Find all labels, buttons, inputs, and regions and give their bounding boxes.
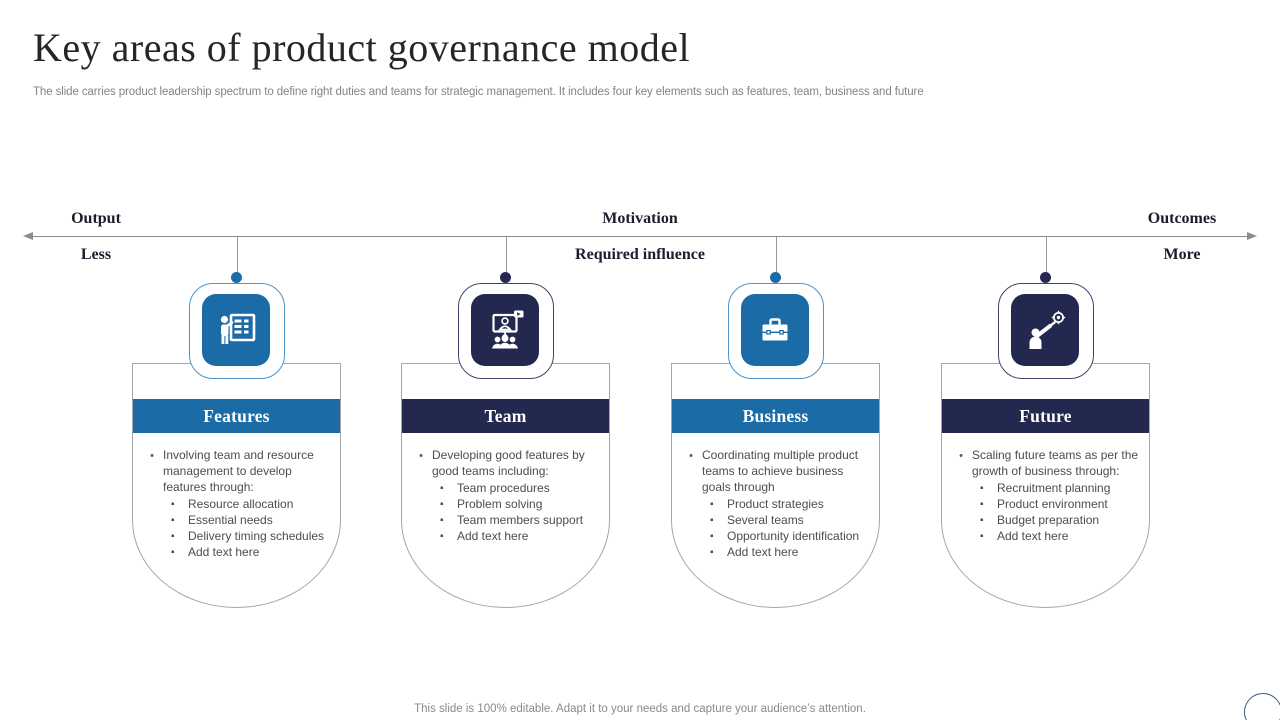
list-item: Recruitment planning (980, 481, 1139, 497)
list-item: Add text here (171, 545, 330, 561)
presenter-board-icon (201, 294, 270, 366)
connector-line (775, 237, 777, 275)
briefcase-icon (740, 294, 809, 366)
list-item: Add text here (980, 529, 1139, 545)
lead-bullet: Developing good features by good teams i… (410, 448, 599, 480)
axis-arrow-left-icon (23, 232, 33, 240)
connector-line (236, 237, 238, 275)
corner-circle-decoration (1244, 693, 1280, 720)
list-item: Team members support (440, 513, 599, 529)
list-item: Several teams (710, 513, 869, 529)
list-item: Add text here (710, 545, 869, 561)
page-title: Key areas of product governance model (33, 25, 691, 70)
team-card: Team Developing good features by good te… (401, 363, 610, 608)
business-card: Business Coordinating multiple product t… (671, 363, 880, 608)
connector-dot (770, 272, 781, 283)
list-item: Team procedures (440, 481, 599, 497)
axis-label-required-influence: Required influence (575, 246, 705, 263)
axis-label-more: More (1163, 246, 1201, 263)
list-item: Product strategies (710, 497, 869, 513)
list-item: Delivery timing schedules (171, 529, 330, 545)
axis-label-outcomes: Outcomes (1147, 210, 1217, 227)
column-business: Business Coordinating multiple product t… (671, 237, 880, 609)
axis-label-motivation: Motivation (602, 210, 678, 227)
list-item: Add text here (440, 529, 599, 545)
column-future: Future Scaling future teams as per the g… (941, 237, 1150, 609)
column-features: Features Involving team and resource man… (132, 237, 341, 609)
future-card-body: Scaling future teams as per the growth o… (942, 433, 1149, 545)
connector-dot (1040, 272, 1051, 283)
axis-arrow-right-icon (1247, 232, 1257, 240)
connector-line (1045, 237, 1047, 275)
connector-dot (500, 272, 511, 283)
sub-bullet-list: Recruitment planning Product environment… (950, 481, 1139, 545)
footer-note: This slide is 100% editable. Adapt it to… (414, 703, 866, 715)
future-card-title: Future (942, 399, 1149, 433)
lead-bullet: Involving team and resource management t… (141, 448, 330, 496)
sub-bullet-list: Product strategies Several teams Opportu… (680, 497, 869, 561)
list-item: Resource allocation (171, 497, 330, 513)
connector-line (505, 237, 507, 275)
business-card-title: Business (672, 399, 879, 433)
column-team: Team Developing good features by good te… (401, 237, 610, 609)
sub-bullet-list: Team procedures Problem solving Team mem… (410, 481, 599, 545)
team-card-body: Developing good features by good teams i… (402, 433, 609, 545)
features-card-title: Features (133, 399, 340, 433)
connector-dot (231, 272, 242, 283)
list-item: Product environment (980, 497, 1139, 513)
team-card-title: Team (402, 399, 609, 433)
list-item: Opportunity identification (710, 529, 869, 545)
list-item: Essential needs (171, 513, 330, 529)
icon-badge (727, 283, 824, 379)
video-team-icon (470, 294, 539, 366)
axis-label-less: Less (80, 246, 112, 263)
spectrum-axis-line (32, 236, 1248, 237)
telescope-target-icon (1010, 294, 1079, 366)
sub-bullet-list: Resource allocation Essential needs Deli… (141, 497, 330, 561)
axis-label-output: Output (71, 210, 121, 227)
future-card: Future Scaling future teams as per the g… (941, 363, 1150, 608)
icon-badge (997, 283, 1094, 379)
business-card-body: Coordinating multiple product teams to a… (672, 433, 879, 561)
icon-badge (457, 283, 554, 379)
lead-bullet: Coordinating multiple product teams to a… (680, 448, 869, 496)
list-item: Problem solving (440, 497, 599, 513)
icon-badge (188, 283, 285, 379)
lead-bullet: Scaling future teams as per the growth o… (950, 448, 1139, 480)
features-card-body: Involving team and resource management t… (133, 433, 340, 561)
features-card: Features Involving team and resource man… (132, 363, 341, 608)
list-item: Budget preparation (980, 513, 1139, 529)
page-subtitle: The slide carries product leadership spe… (33, 86, 924, 98)
